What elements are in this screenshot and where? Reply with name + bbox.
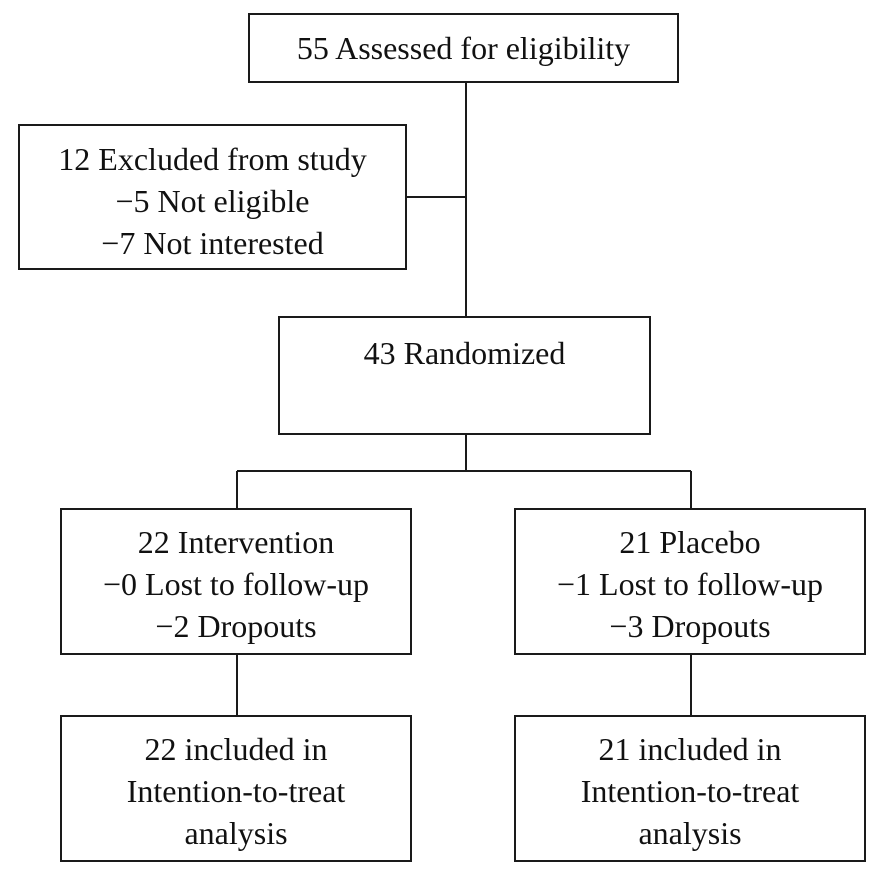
- intervention-line-2: −0 Lost to follow-up: [102, 566, 370, 602]
- randomized-box: 43 Randomized: [278, 316, 651, 435]
- excluded-line-1: 12 Excluded from study: [58, 141, 367, 177]
- placebo-line-2: −1 Lost to follow-up: [556, 566, 824, 602]
- itt-intervention-line-2: Intention-to-treat: [126, 773, 346, 809]
- itt-intervention-line-1: 22 included in: [144, 731, 328, 767]
- placebo-line-3: −3 Dropouts: [609, 608, 771, 644]
- randomized-line-1: 43 Randomized: [363, 335, 566, 371]
- assessed-for-eligibility-box: 55 Assessed for eligibility: [248, 13, 679, 83]
- excluded-line-2: −5 Not eligible: [115, 183, 310, 219]
- intervention-line-1: 22 Intervention: [137, 524, 335, 560]
- itt-placebo-line-3: analysis: [638, 815, 742, 851]
- placebo-itt-analysis-box: 21 included in Intention-to-treat analys…: [514, 715, 866, 862]
- intervention-line-3: −2 Dropouts: [155, 608, 317, 644]
- itt-placebo-line-2: Intention-to-treat: [580, 773, 800, 809]
- intervention-arm-box: 22 Intervention −0 Lost to follow-up −2 …: [60, 508, 412, 655]
- intervention-itt-analysis-box: 22 included in Intention-to-treat analys…: [60, 715, 412, 862]
- placebo-arm-box: 21 Placebo −1 Lost to follow-up −3 Dropo…: [514, 508, 866, 655]
- excluded-line-3: −7 Not interested: [101, 225, 324, 261]
- itt-placebo-line-1: 21 included in: [598, 731, 782, 767]
- placebo-line-1: 21 Placebo: [619, 524, 761, 560]
- assessed-line-1: 55 Assessed for eligibility: [296, 30, 631, 66]
- itt-intervention-line-3: analysis: [184, 815, 288, 851]
- excluded-from-study-box: 12 Excluded from study −5 Not eligible −…: [18, 124, 407, 270]
